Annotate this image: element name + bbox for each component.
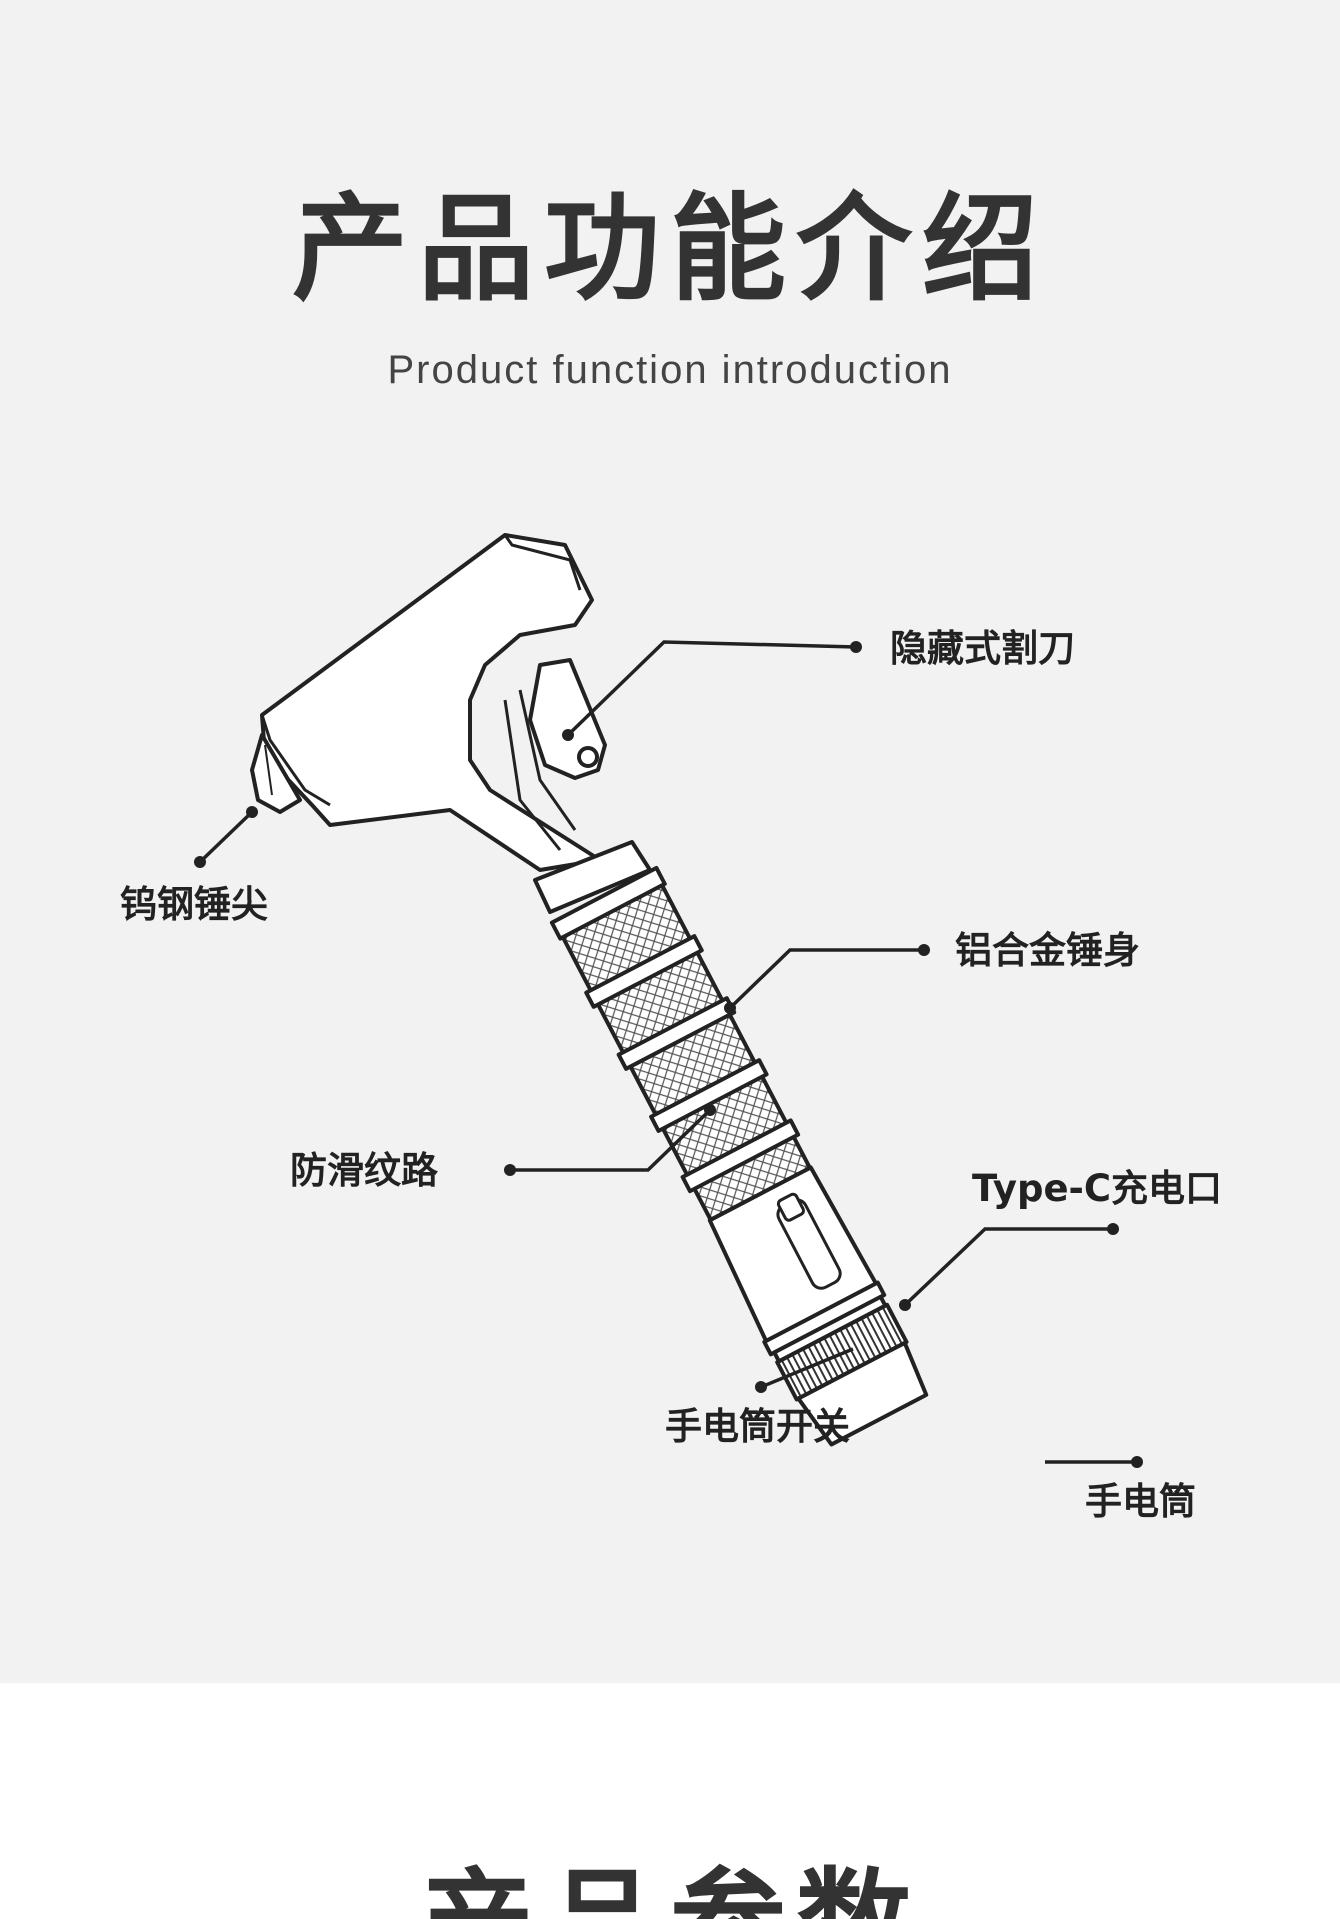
hammer-handle (549, 865, 929, 1447)
next-section-title: 产品参数 (0, 1860, 1340, 1919)
label-anti-slip: 防滑纹路 (290, 1149, 438, 1192)
hammer-illustration (250, 533, 652, 914)
flashlight-head (796, 1340, 929, 1447)
label-aluminum-body: 铝合金锤身 (955, 929, 1140, 972)
label-hidden-blade: 隐藏式割刀 (890, 627, 1075, 670)
tungsten-tip (250, 733, 302, 814)
grip-knurling (553, 869, 812, 1222)
label-tungsten-tip: 钨钢锤尖 (120, 883, 268, 926)
section-title: 产品功能介绍 (292, 182, 1048, 317)
leader-lines (198, 640, 1137, 1464)
hammer-diagram (194, 533, 1143, 1468)
label-type-c-port: Type-C充电口 (972, 1167, 1223, 1210)
leader-dots (194, 641, 1143, 1468)
section-subtitle: Product function introduction (387, 348, 953, 392)
hammer-head (260, 533, 602, 872)
label-flashlight-switch: 手电筒开关 (665, 1405, 850, 1448)
label-flashlight: 手电筒 (1085, 1480, 1196, 1523)
